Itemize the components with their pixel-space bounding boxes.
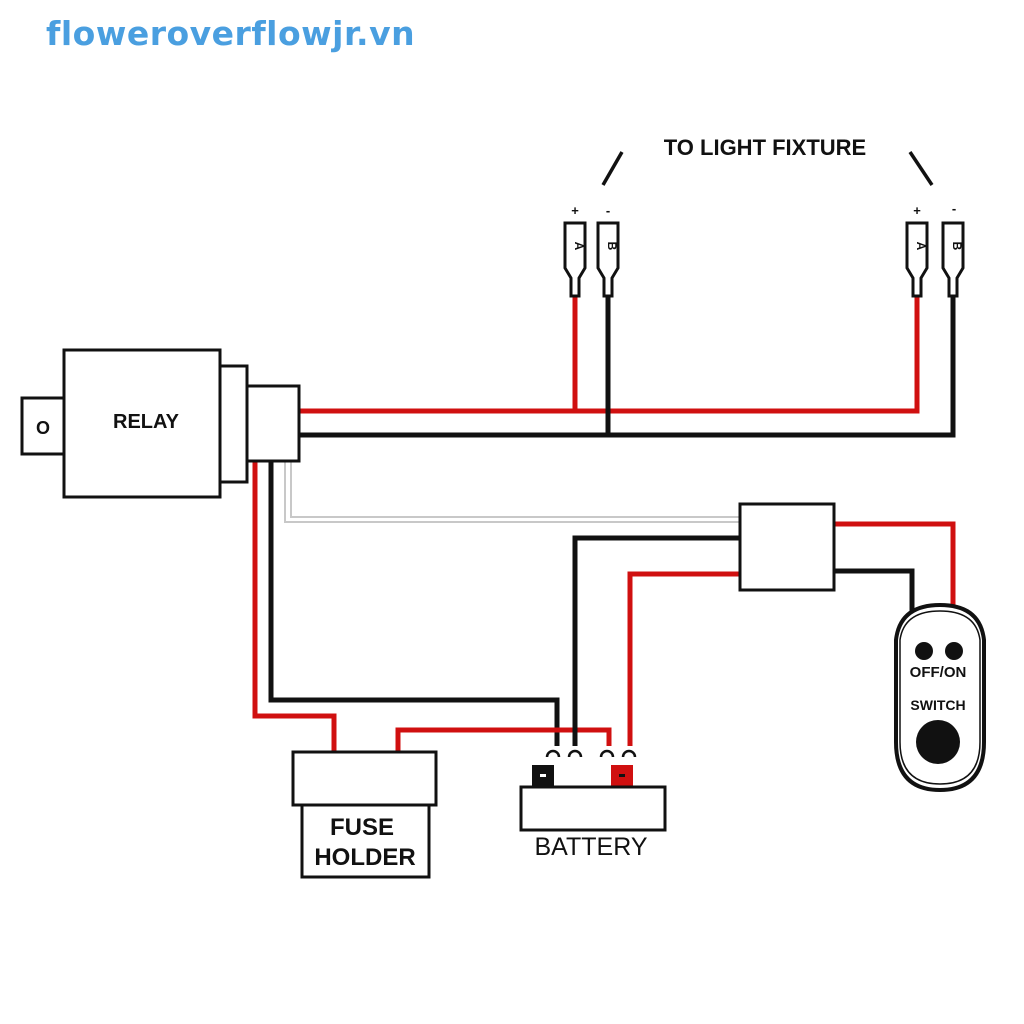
light-fixture-pointer-left	[601, 151, 624, 186]
wire-fuse-to-battery	[395, 727, 612, 752]
wire-relay-ground	[268, 462, 560, 746]
fuse-holder: FUSE HOLDER	[291, 750, 438, 879]
light-fixture-label: TO LIGHT FIXTURE	[664, 135, 866, 160]
connector-minus-label: -	[606, 203, 610, 218]
relay-collar	[218, 364, 249, 484]
switch-label-switch: SWITCH	[910, 697, 965, 713]
wire-signal-1	[284, 462, 740, 523]
switch-label-off-on: OFF/ON	[910, 664, 967, 681]
switch-button	[916, 720, 960, 764]
relay-mount-label: O	[36, 418, 50, 438]
fixture-connector-right-negative: - B	[941, 201, 965, 298]
connector-minus-label: -	[952, 201, 956, 216]
fuse-holder-body	[300, 803, 431, 879]
relay: O RELAY	[20, 348, 301, 499]
connector-a-label: A	[914, 242, 928, 251]
relay-mount-tab	[20, 396, 66, 456]
fixture-connector-right-positive: + A	[905, 203, 929, 298]
relay-connector	[245, 384, 301, 463]
connector-plus-label: +	[913, 203, 921, 218]
fuse-holder-label-line1: FUSE	[330, 814, 394, 841]
light-fixture-pointer-right	[908, 151, 934, 186]
battery-body	[519, 785, 667, 832]
relay-label: RELAY	[113, 411, 180, 433]
wire-relay-to-fuse	[252, 462, 337, 752]
wire-switch-black	[834, 568, 915, 612]
switch-harness-box	[738, 502, 836, 592]
fixture-connector-left-negative: - B	[596, 203, 620, 298]
connector-plus-label: +	[571, 203, 579, 218]
battery-label: BATTERY	[535, 833, 648, 861]
fuse-holder-label-line2: HOLDER	[314, 844, 415, 871]
fixture-connector-left-positive: + A	[563, 203, 587, 298]
wire-harness-positive	[627, 571, 740, 746]
wire-switch-red	[834, 521, 956, 612]
switch-indicator-left	[915, 642, 933, 660]
wire-harness-ground	[572, 535, 740, 746]
wire-negative-fixture-rail	[300, 292, 956, 438]
fuse-holder-cap	[291, 750, 438, 807]
wire-signal-2	[290, 462, 740, 518]
watermark-text: floweroverflowjr.vn	[46, 14, 416, 53]
switch-indicator-right	[945, 642, 963, 660]
connector-b-label: B	[950, 242, 964, 251]
battery: BATTERY	[519, 749, 667, 861]
off-on-switch: OFF/ON SWITCH	[894, 602, 986, 793]
connector-b-label: B	[605, 242, 619, 251]
wire-positive-fixture-rail	[300, 292, 920, 414]
connector-a-label: A	[572, 242, 586, 251]
